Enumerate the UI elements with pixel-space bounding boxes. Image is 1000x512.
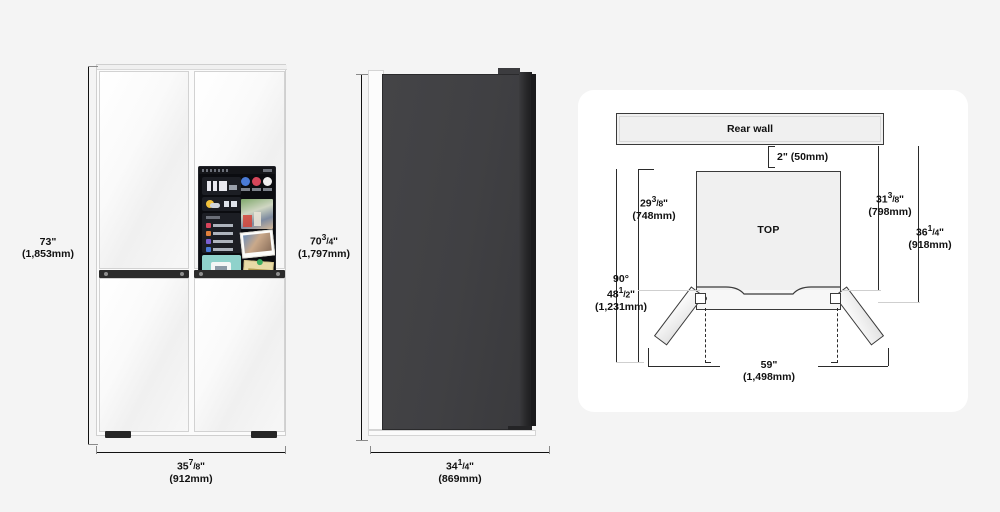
- front-top-rail: [97, 65, 287, 70]
- door-open-width-label: 59" (1,498mm): [743, 359, 795, 384]
- status-clock-glyph: [263, 169, 272, 172]
- left-tick-b: [638, 290, 700, 291]
- bottom-tick-left: [648, 348, 649, 366]
- clearance-bracket-left: [768, 146, 769, 168]
- front-recess-curve: [696, 286, 841, 298]
- foot-right: [251, 431, 277, 438]
- top-label: TOP: [757, 224, 780, 236]
- side-depth-tick-left: [370, 446, 371, 454]
- front-view: [96, 64, 287, 446]
- handle-bar-left: [99, 270, 189, 278]
- list-title-glyph: [206, 216, 220, 219]
- left-tick-c: [616, 362, 644, 363]
- side-base: [368, 430, 536, 436]
- left-tick-a: [638, 169, 654, 170]
- rear-wall-label: Rear wall: [726, 123, 774, 135]
- pivot-right: [830, 293, 841, 304]
- screen-status-bar: [199, 167, 275, 174]
- app-icon-1: [241, 177, 250, 186]
- bottom-tick-right: [888, 348, 889, 366]
- foot-left: [105, 431, 131, 438]
- side-height-label: 703/4" (1,797mm): [298, 232, 350, 261]
- depth-no-handle-label: 293/8" (748mm): [632, 194, 676, 223]
- depth-total-label: 361/4" (918mm): [908, 223, 952, 252]
- right-tick-b: [878, 302, 920, 303]
- door-bottom-left: [99, 278, 189, 432]
- front-width-rule: [96, 452, 286, 453]
- side-depth-rule: [370, 452, 550, 453]
- top-view-card: Rear wall 2" (50mm) TOP: [578, 90, 968, 412]
- clock-time-glyph: [207, 181, 227, 191]
- front-feet: [99, 431, 285, 438]
- projection-foot-right: [831, 362, 837, 363]
- front-height-label: 73" (1,853mm): [22, 236, 74, 261]
- handle-bar-right: [194, 270, 285, 278]
- weather-widget: [202, 197, 241, 211]
- left-outer-rule: [638, 169, 639, 363]
- front-body: [96, 64, 287, 438]
- front-width-tick-right: [285, 446, 286, 454]
- projection-foot-left: [705, 362, 711, 363]
- side-height-tick-top: [356, 74, 368, 75]
- front-height-rule: [88, 66, 89, 444]
- front-width-tick-left: [96, 446, 97, 454]
- clock-widget: [202, 177, 241, 195]
- front-height-tick-bottom: [88, 444, 98, 445]
- pivot-left: [695, 293, 706, 304]
- clearance-tick-top: [768, 146, 775, 147]
- status-text-glyphs: [202, 169, 228, 172]
- door-swing-right: [834, 286, 885, 346]
- right-inner-rule: [878, 146, 879, 290]
- clearance-tick-bottom: [768, 167, 775, 168]
- bottom-rule-left: [648, 366, 720, 367]
- right-tick-a: [841, 290, 881, 291]
- side-top-cap: [498, 68, 520, 76]
- side-rear-edge: [531, 74, 536, 426]
- side-depth-tick-right: [549, 446, 550, 454]
- polaroid-photo: [239, 229, 275, 259]
- app-shortcuts: [241, 177, 273, 197]
- projection-line-right: [837, 308, 838, 363]
- clearance-label: 2" (50mm): [777, 151, 829, 163]
- side-back-block: [519, 72, 532, 428]
- unit-top-outline: TOP: [696, 171, 841, 290]
- front-height-tick-top: [88, 66, 98, 67]
- front-width-label: 357/8" (912mm): [169, 457, 213, 486]
- cloud-icon: [210, 203, 220, 208]
- side-view: [368, 64, 553, 446]
- app-icon-2: [252, 177, 261, 186]
- side-height-tick-bottom: [356, 440, 368, 441]
- photo-widget-1: [241, 199, 273, 229]
- side-depth-label: 341/4" (869mm): [438, 457, 482, 486]
- clock-meta-glyph: [229, 185, 237, 190]
- pin-icon: [256, 258, 264, 266]
- projection-line-left: [705, 308, 706, 363]
- bottom-rule-right: [818, 366, 888, 367]
- side-panel: [382, 74, 522, 430]
- door-top-left: [99, 71, 189, 269]
- door-bottom-right: [194, 278, 285, 432]
- app-icon-3: [263, 177, 272, 186]
- side-height-rule: [361, 74, 362, 440]
- depth-with-door-label: 313/8" (798mm): [868, 190, 912, 219]
- door-open-depth-label: 90° 481/2" (1,231mm): [595, 273, 647, 314]
- list-widget: [202, 213, 241, 253]
- temperature-glyph: [224, 201, 237, 207]
- left-outer-rule-2: [616, 169, 617, 363]
- right-outer-rule: [918, 146, 919, 302]
- rear-wall: Rear wall: [616, 113, 884, 145]
